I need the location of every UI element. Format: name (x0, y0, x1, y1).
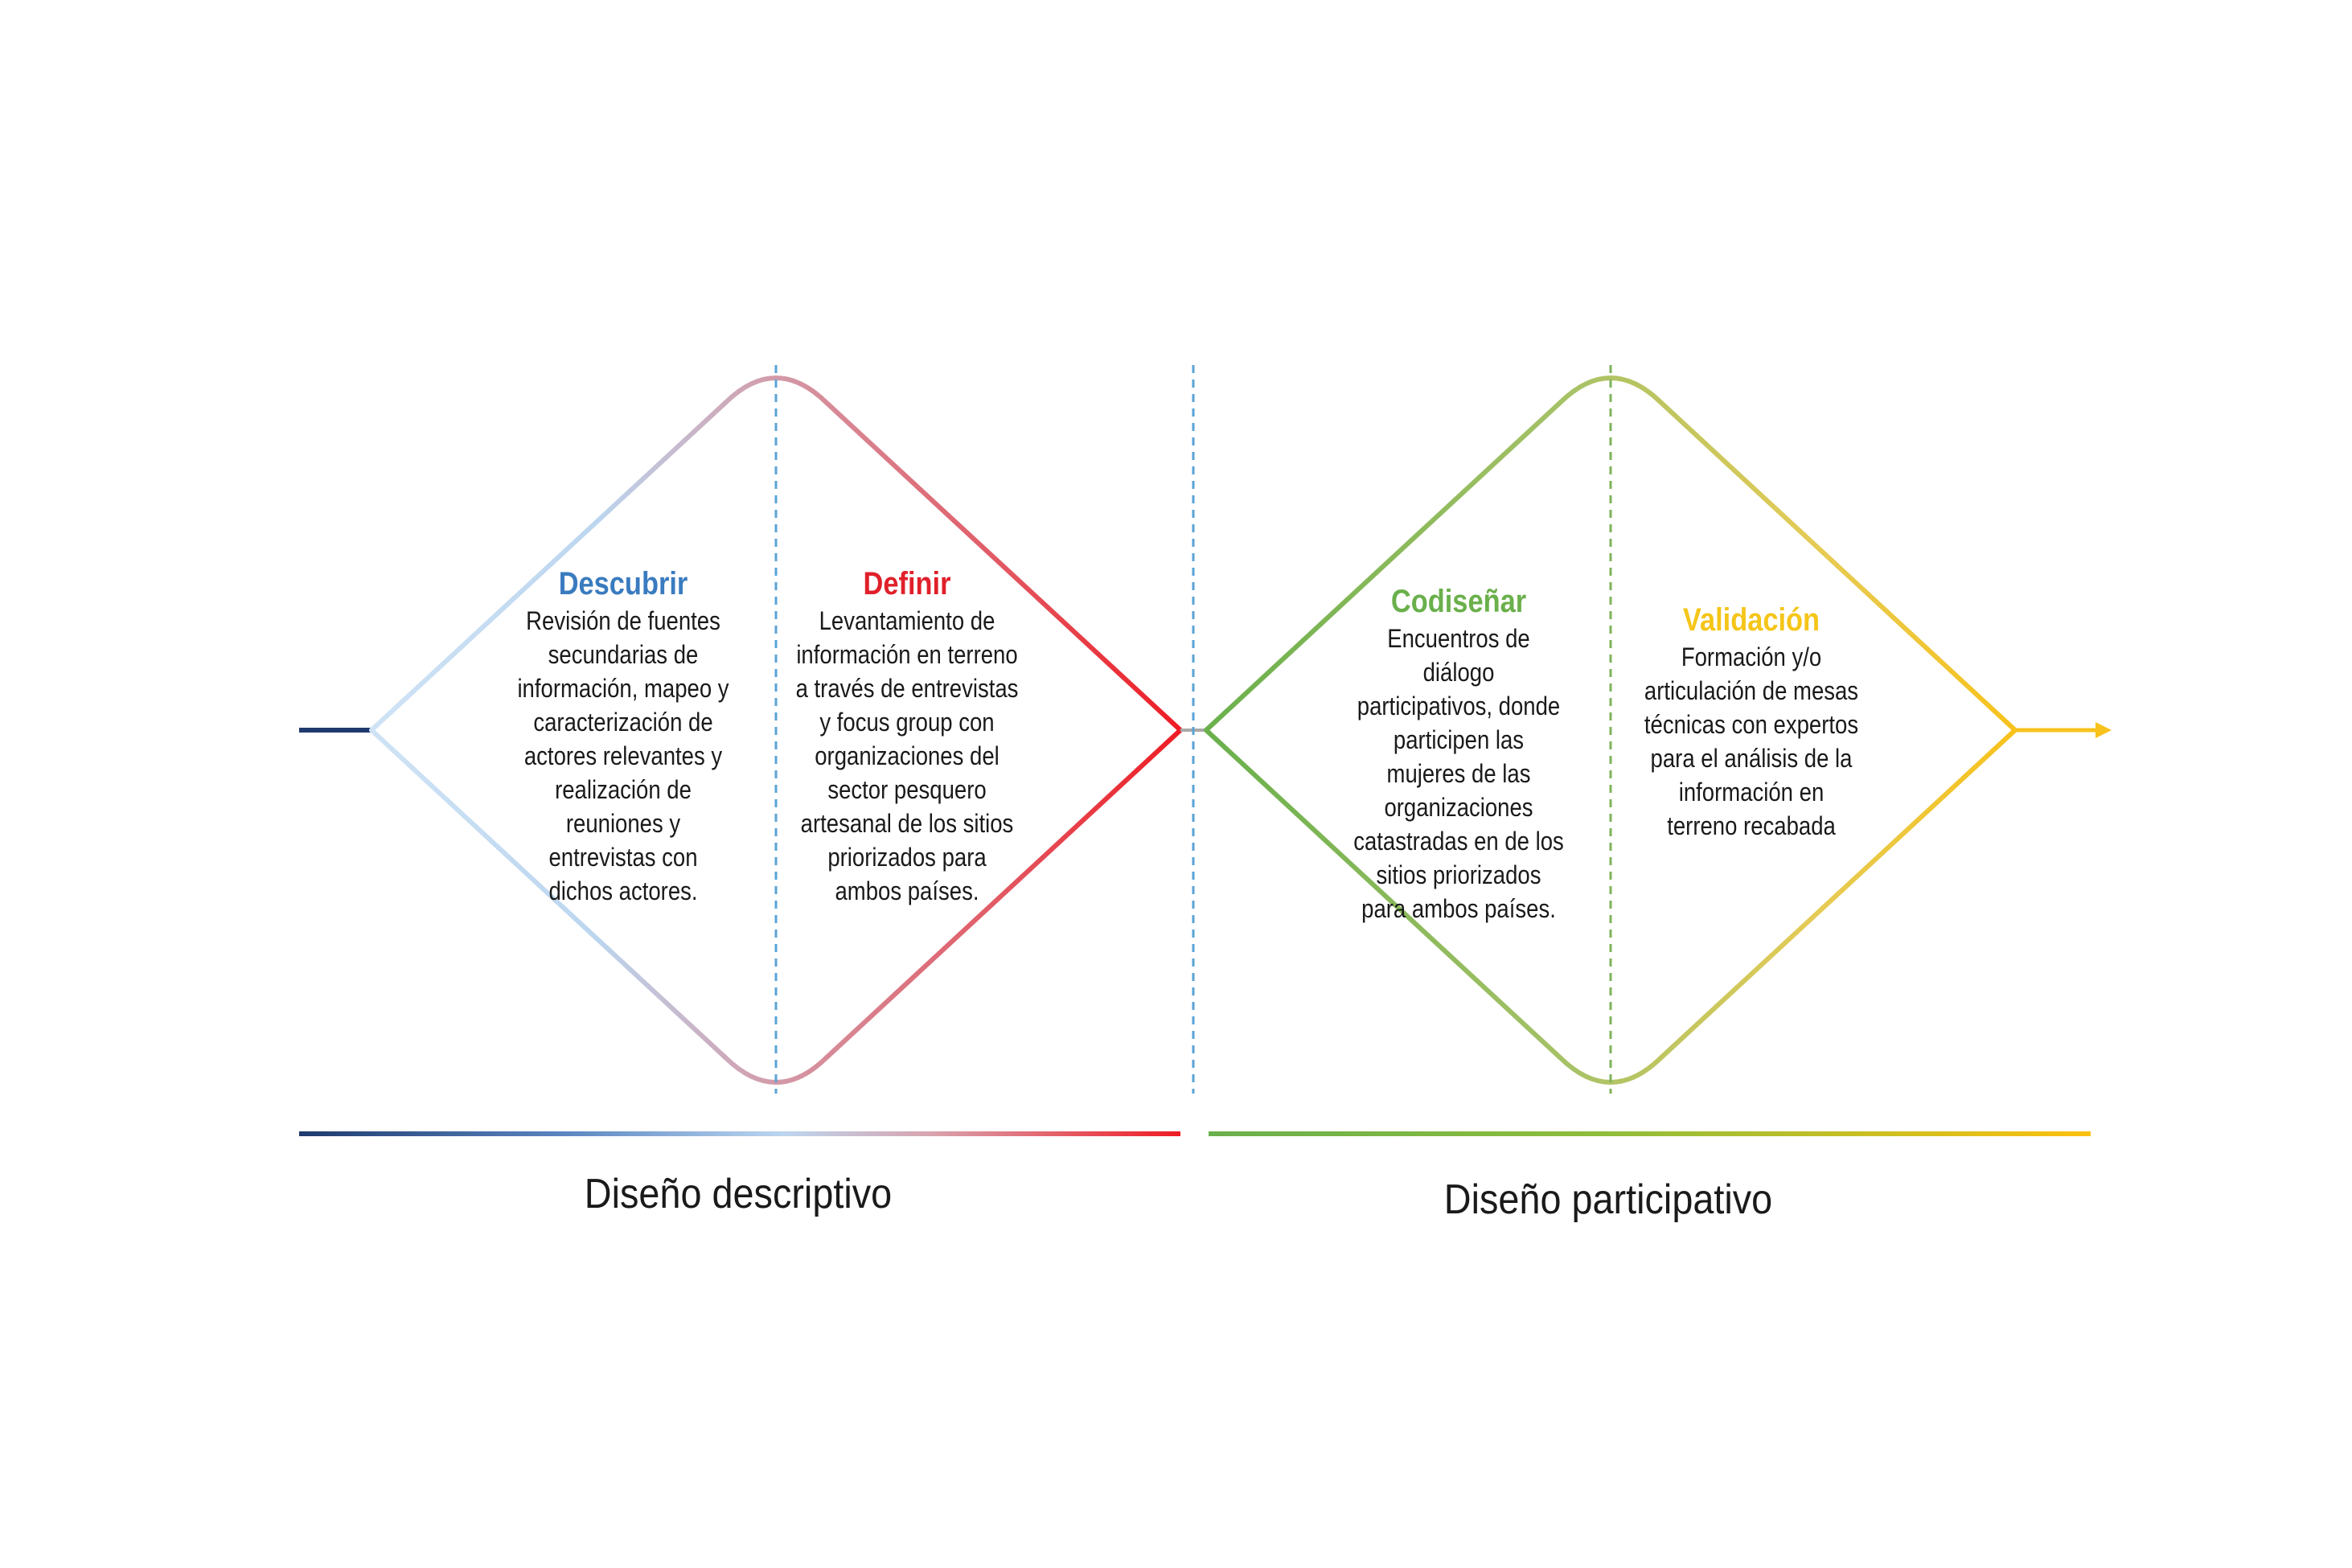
phase-title-codisenar: Codiseñar (1390, 584, 1527, 619)
phase-title-validacion: Validación (1682, 602, 1820, 638)
phase-text-codisenar: Encuentros de diálogo participativos, do… (1353, 624, 1564, 923)
phase-codisenar: Codiseñar Encuentros de diálogo particip… (1353, 583, 1564, 926)
phase-descubrir: Descubrir Revisión de fuentes secundaria… (516, 565, 731, 908)
phase-text-descubrir: Revisión de fuentes secundarias de infor… (517, 606, 729, 905)
arrow-right-icon (2015, 722, 2112, 738)
design-label-participative: Diseño participativo (1443, 1176, 1773, 1223)
phase-text-definir: Levantamiento de información en terreno … (795, 606, 1019, 905)
design-label-descriptive: Diseño descriptivo (584, 1171, 893, 1217)
phase-title-descubrir: Descubrir (558, 566, 688, 601)
phase-title-definir: Definir (863, 566, 951, 601)
phase-validacion: Validación Formación y/o articulación de… (1644, 601, 1859, 843)
phase-definir: Definir Levantamiento de información en … (796, 565, 1019, 908)
phase-text-validacion: Formación y/o articulación de mesas técn… (1644, 642, 1859, 840)
